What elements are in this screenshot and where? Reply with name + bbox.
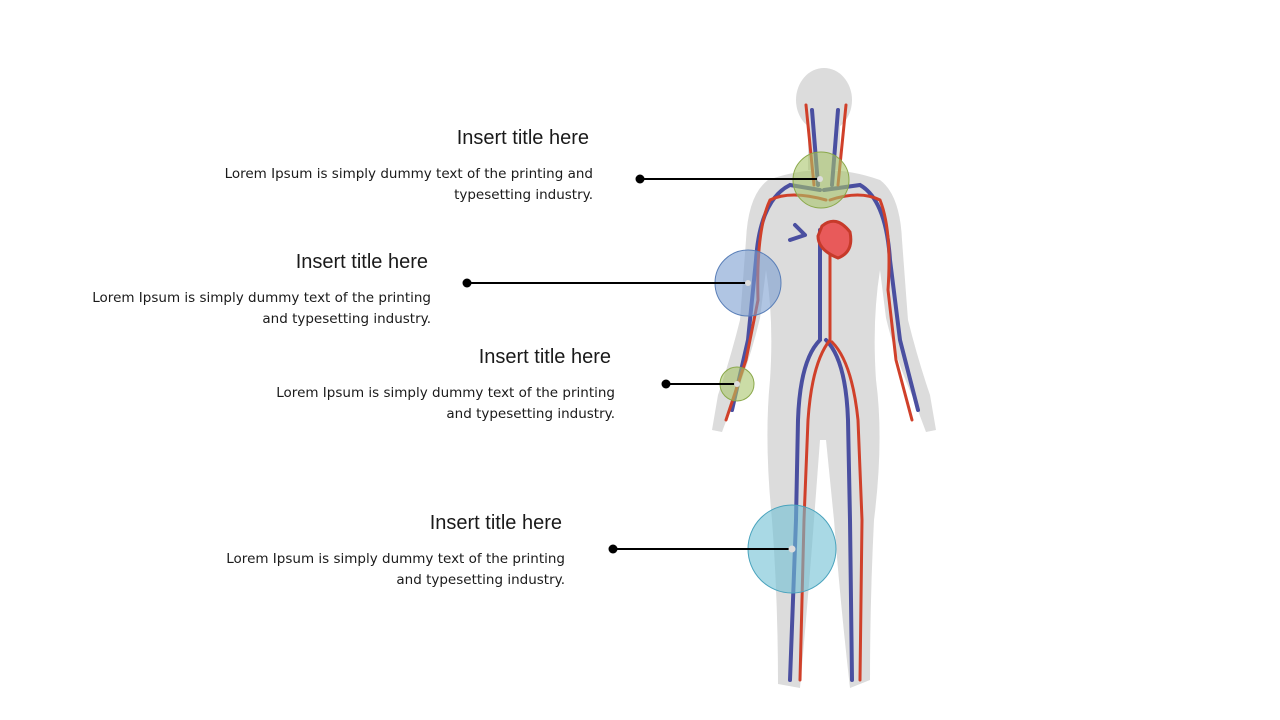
callout-1: Insert title here Lorem Ipsum is simply … [225,126,593,206]
callout-description-line1: Lorem Ipsum is simply dummy text of the … [92,290,431,306]
connector-4 [608,544,796,554]
callout-title: Insert title here [429,512,562,534]
callout-title: Insert title here [295,251,428,273]
callout-title: Insert title here [478,346,611,368]
heart [816,219,853,260]
callout-4: Insert title here Lorem Ipsum is simply … [226,511,565,591]
callout-description-line1: Lorem Ipsum is simply dummy text of the … [224,166,593,182]
callout-description-line1: Lorem Ipsum is simply dummy text of the … [276,385,615,401]
callout-description-line2: typesetting industry. [454,187,593,203]
callout-description-line2: and typesetting industry. [396,572,565,588]
connector-3 [661,379,740,389]
callout-2: Insert title here Lorem Ipsum is simply … [92,250,431,330]
callout-title: Insert title here [456,127,589,149]
callout-description-line2: and typesetting industry. [446,406,615,422]
connector-2 [462,278,751,288]
callout-description-line1: Lorem Ipsum is simply dummy text of the … [226,551,565,567]
callout-description-line2: and typesetting industry. [262,311,431,327]
callout-3: Insert title here Lorem Ipsum is simply … [276,345,615,425]
connector-1 [635,174,823,184]
